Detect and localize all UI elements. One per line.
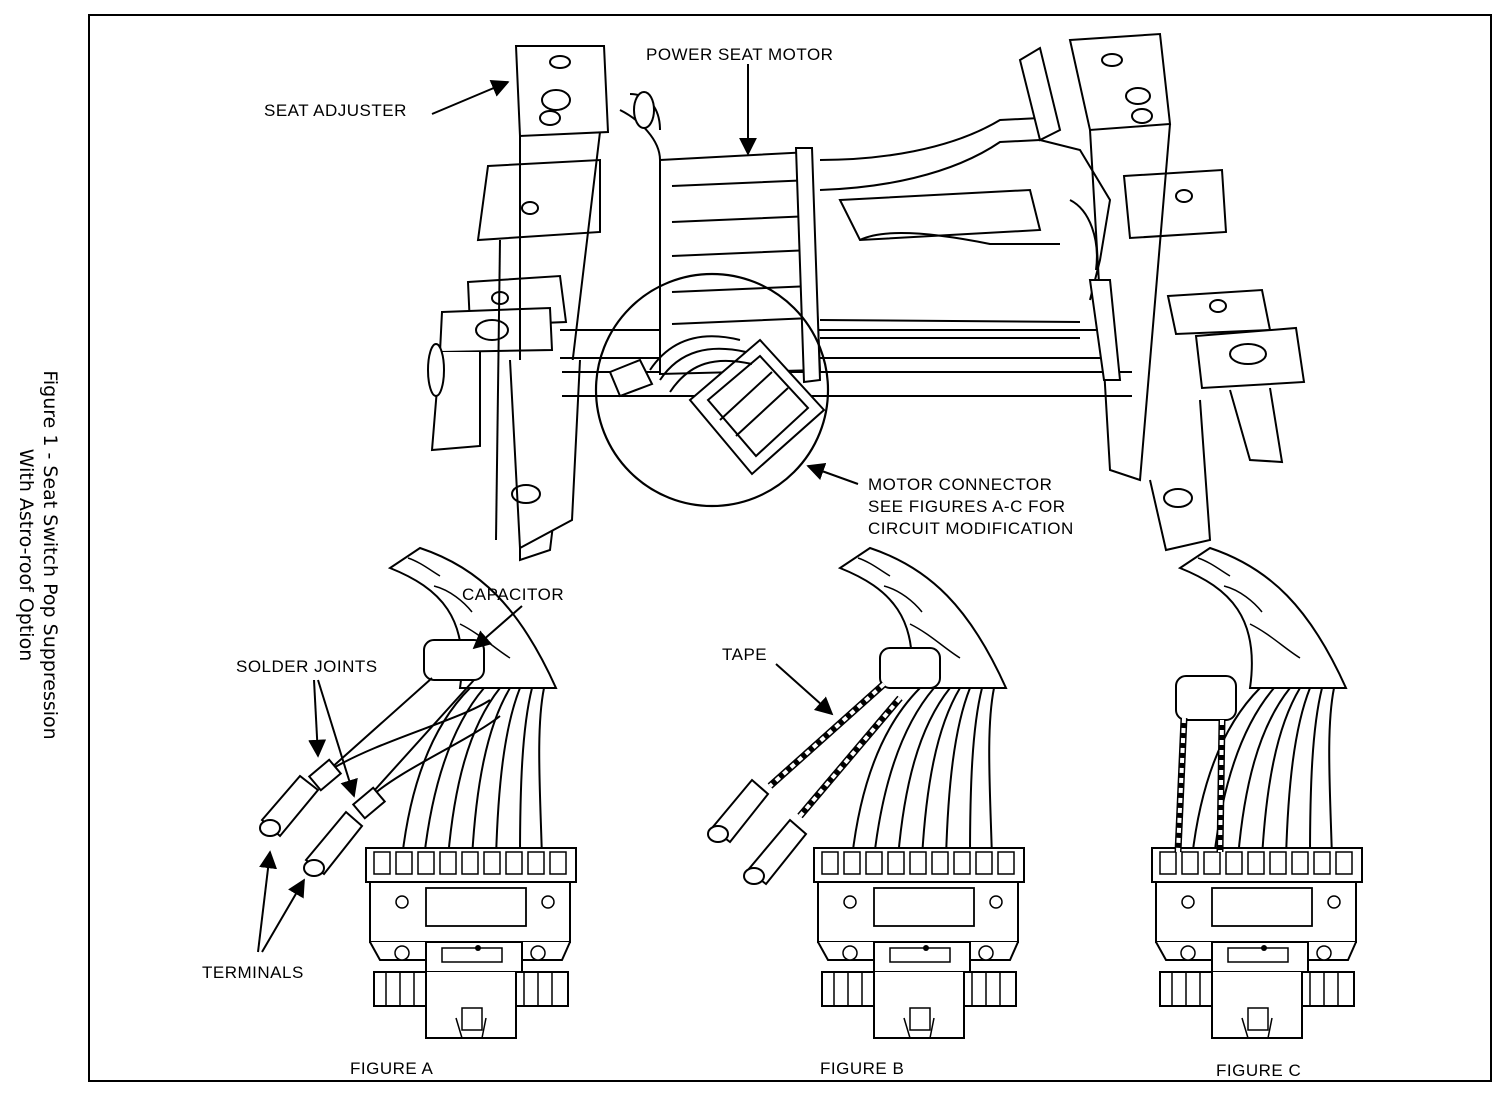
figure-b-drawing [707, 547, 1025, 1039]
label-tape: TAPE [722, 645, 768, 664]
label-motor-connector-2: SEE FIGURES A-C FOR [868, 497, 1066, 516]
figure-a-drawing [259, 547, 577, 1039]
label-terminals: TERMINALS [202, 963, 304, 982]
figure-caption: Figure 1 - Seat Switch Pop Suppression W… [8, 330, 68, 780]
label-solder-joints: SOLDER JOINTS [236, 657, 378, 676]
caption-line-2: With Astro-roof Option [15, 448, 37, 662]
label-motor-connector-3: CIRCUIT MODIFICATION [868, 519, 1074, 538]
figure-frame [88, 14, 1492, 1082]
label-power-seat-motor: POWER SEAT MOTOR [646, 45, 834, 64]
label-figure-a: FIGURE A [350, 1059, 434, 1078]
figure-c-drawing [1151, 547, 1363, 1039]
label-motor-connector-1: MOTOR CONNECTOR [868, 475, 1053, 494]
label-capacitor: CAPACITOR [462, 585, 565, 604]
seat-track-assembly [427, 32, 1306, 562]
label-figure-b: FIGURE B [820, 1059, 905, 1078]
label-figure-c: FIGURE C [1216, 1061, 1302, 1080]
label-seat-adjuster: SEAT ADJUSTER [264, 101, 407, 120]
caption-line-1: Figure 1 - Seat Switch Pop Suppression [39, 370, 61, 740]
